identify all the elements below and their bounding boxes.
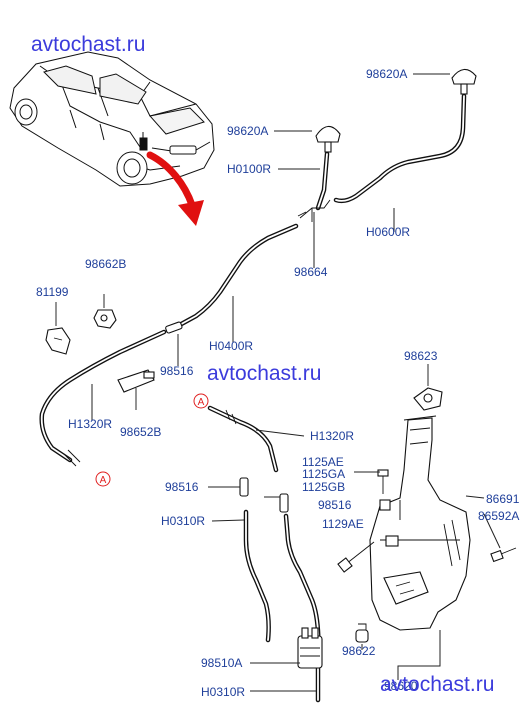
label-98623: 98623 (404, 349, 438, 363)
label-1125AE: 1125AE (302, 455, 344, 469)
label-1129AE: 1129AE (322, 517, 364, 531)
grommet-98622 (355, 623, 369, 643)
marker-a-mid: A (193, 393, 209, 409)
label-H0310R-upper: H0310R (161, 514, 205, 528)
label-98662B: 98662B (85, 257, 126, 271)
leader-lines (91, 73, 501, 692)
label-H0310R-lower: H0310R (201, 685, 245, 699)
watermark-top: avtochast.ru (31, 33, 145, 56)
car-illustration (9, 51, 215, 187)
label-H0600R: H0600R (366, 225, 410, 239)
washer-pump-98510A (297, 627, 323, 669)
label-98516-left: 98516 (165, 480, 199, 494)
bracket-81199 (45, 302, 71, 355)
lower-hose-h1320r (207, 405, 279, 473)
watermark-middle: avtochast.ru (207, 362, 321, 385)
bolt-1129AE (337, 541, 375, 573)
label-81199: 81199 (36, 285, 69, 299)
bolt-1125 (377, 469, 389, 494)
label-98620: 98620 (384, 679, 418, 693)
label-98620A-top: 98620A (366, 67, 407, 81)
label-H0400R: H0400R (209, 339, 253, 353)
label-1125GA: 1125GA (302, 467, 345, 481)
lower-hoses-h0310r (243, 509, 321, 703)
upper-hose-network (39, 93, 467, 463)
connector-98516-left (239, 477, 249, 497)
label-98516-upper: 98516 (160, 364, 194, 378)
pointer-arrow (146, 151, 204, 226)
label-H1320R-left: H1320R (68, 417, 112, 431)
label-98510A: 98510A (201, 656, 242, 670)
watermarks: avtochast.ru avtochast.ru avtochast.ru (31, 33, 494, 696)
hose-end-clip (63, 449, 81, 467)
t-joint-98664 (297, 199, 331, 222)
reservoir-cap-98623 (413, 364, 443, 411)
connector-98516-upper (165, 321, 183, 334)
svg-text:A: A (198, 397, 205, 408)
label-98620A-mid: 98620A (227, 124, 268, 138)
marker-a-lower-left: A (95, 471, 111, 487)
clip-98662B (93, 294, 117, 329)
label-H0100R: H0100R (227, 162, 271, 176)
washer-nozzle-right (451, 68, 477, 95)
bolt-86592A (490, 547, 517, 563)
washer-reservoir (369, 415, 471, 631)
label-86691: 86691 (486, 492, 520, 506)
label-98652B: 98652B (120, 425, 161, 439)
label-1125GB: 1125GB (302, 480, 345, 494)
label-98622: 98622 (342, 644, 376, 658)
part-labels: 98620A 98620A H0100R H0600R 98664 98662B… (36, 67, 520, 699)
hose-clip-98652B (117, 369, 155, 410)
label-H1320R-right: H1320R (310, 429, 354, 443)
watermark-bottom: avtochast.ru (380, 673, 494, 696)
svg-text:A: A (100, 475, 107, 486)
label-86592A: 86592A (478, 509, 519, 523)
connector-98516-right (279, 493, 289, 513)
label-98664: 98664 (294, 265, 328, 279)
washer-nozzle-left (315, 125, 341, 153)
label-98516-right: 98516 (318, 498, 352, 512)
